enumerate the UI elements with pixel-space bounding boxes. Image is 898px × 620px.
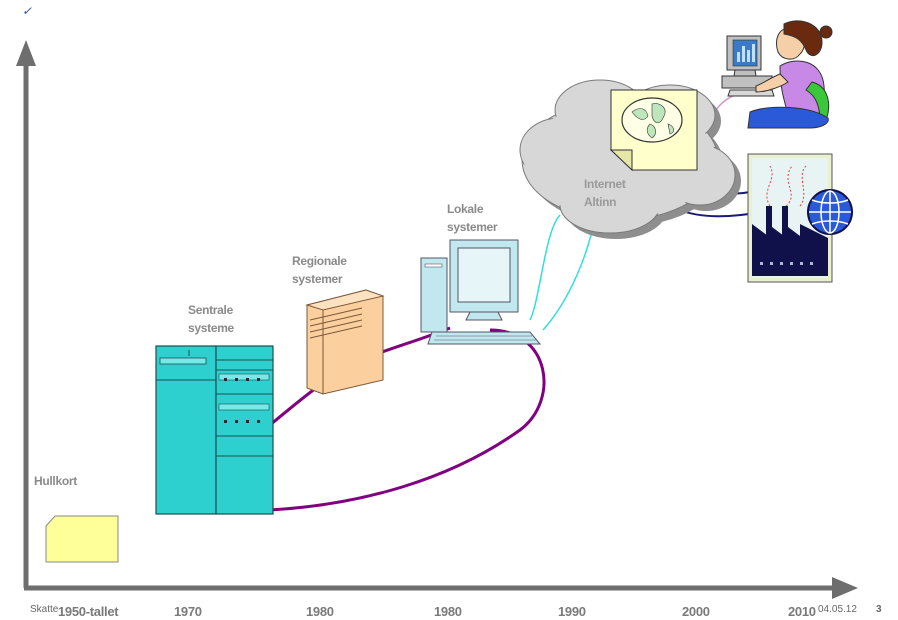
timeline-2010: 2010: [788, 604, 816, 619]
footer-date: 04.05.12: [818, 604, 857, 615]
timeline-2000: 2000: [682, 604, 710, 619]
punch-card-icon: [45, 515, 119, 563]
timeline-1990: 1990: [558, 604, 586, 619]
link-desktop-cloud-1: [529, 214, 561, 321]
label-lokale-systemer: Lokale systemer: [447, 202, 498, 234]
label-internet-altinn: Internet Altinn: [584, 177, 626, 209]
link-mainframe-desktop: [269, 328, 546, 512]
label-regionale-systemer: Regionale systemer: [292, 254, 347, 286]
person-at-computer-icon: [721, 20, 833, 129]
axes: [16, 40, 858, 599]
timeline-1980a: 1980: [306, 604, 334, 619]
timeline-1970: 1970: [174, 604, 202, 619]
footer-page-number: 3: [876, 604, 882, 615]
timeline-1950: 1950-tallet: [58, 604, 119, 619]
server-icon: [305, 289, 385, 395]
world-map-icon: [609, 89, 698, 172]
footer-org: Skatte: [30, 604, 59, 615]
check-mark-icon: ✓: [22, 4, 33, 18]
desktop-computer-icon: [420, 239, 542, 345]
mainframe-icon: [155, 345, 274, 515]
timeline-1980b: 1980: [434, 604, 462, 619]
label-sentrale-systeme: Sentrale systeme: [188, 303, 234, 335]
label-hullkort: Hullkort: [34, 474, 77, 488]
globe-icon: [807, 189, 853, 235]
